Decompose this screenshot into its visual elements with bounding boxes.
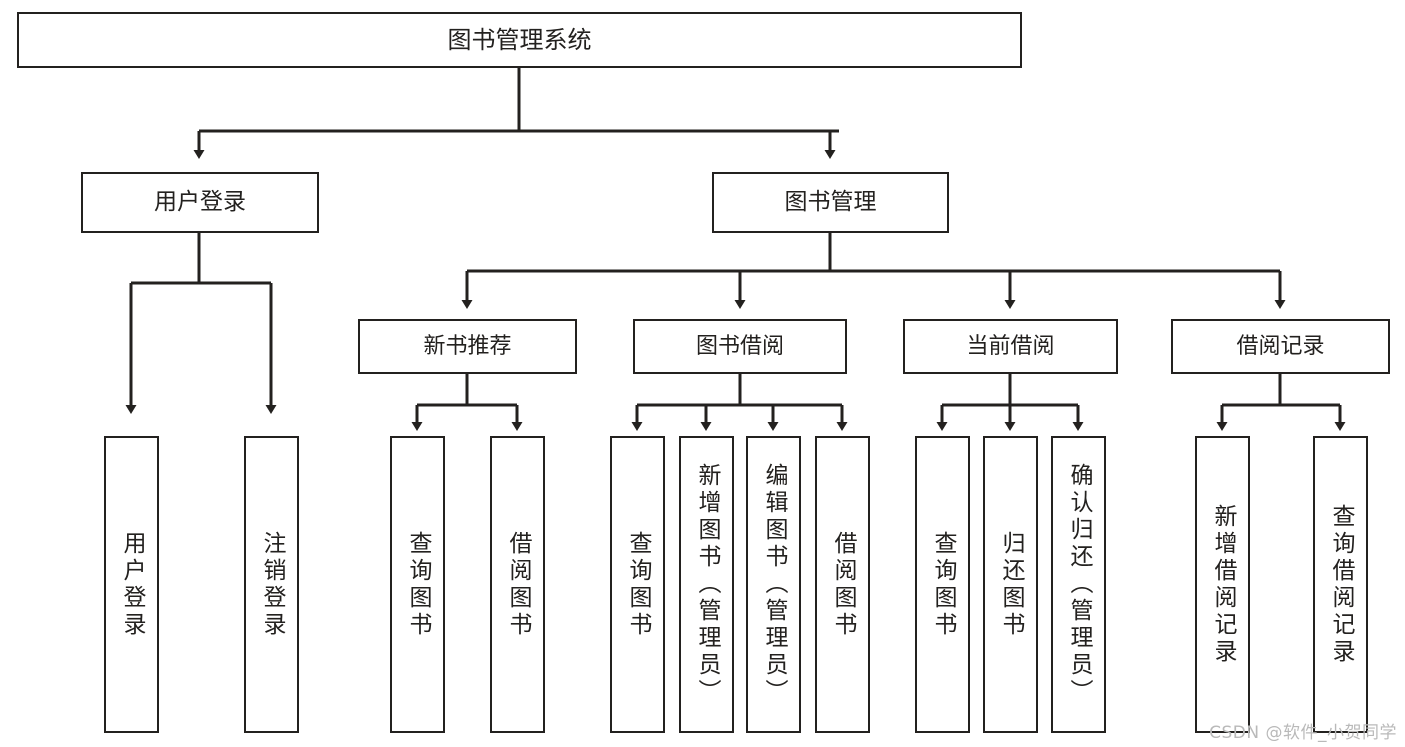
leaf-user-login[interactable]: 用户登录 — [104, 436, 159, 733]
leaf-query-borrow-record[interactable]: 查询借阅记录 — [1313, 436, 1368, 733]
node-label: 新增图书（管理员） — [694, 463, 720, 706]
node-label: 借阅记录 — [1236, 333, 1325, 359]
node-label: 新增借阅记录 — [1210, 503, 1236, 666]
node-label: 查询图书 — [625, 530, 651, 639]
node-label: 编辑图书（管理员） — [761, 463, 787, 706]
leaf-borrow-book-recommend[interactable]: 借阅图书 — [490, 436, 545, 733]
node-user-login[interactable]: 用户登录 — [81, 172, 319, 233]
node-label: 用户登录 — [119, 530, 145, 639]
node-label: 图书管理 — [784, 188, 877, 215]
node-label: 查询图书 — [405, 530, 431, 639]
leaf-borrow-book[interactable]: 借阅图书 — [815, 436, 870, 733]
node-label: 注销登录 — [259, 530, 285, 639]
leaf-add-borrow-record[interactable]: 新增借阅记录 — [1195, 436, 1250, 733]
node-label: 当前借阅 — [966, 333, 1055, 359]
leaf-query-book-borrow[interactable]: 查询图书 — [610, 436, 665, 733]
node-new-book-recommend[interactable]: 新书推荐 — [358, 319, 577, 374]
node-current-borrow[interactable]: 当前借阅 — [903, 319, 1118, 374]
node-book-management[interactable]: 图书管理 — [712, 172, 949, 233]
node-label: 图书管理系统 — [447, 25, 592, 54]
csdn-watermark: CSDN @软件_小贺同学 — [1209, 723, 1397, 743]
node-book-borrow[interactable]: 图书借阅 — [633, 319, 847, 374]
node-label: 新书推荐 — [423, 333, 512, 359]
leaf-confirm-return-admin[interactable]: 确认归还（管理员） — [1051, 436, 1106, 733]
node-label: 借阅图书 — [505, 530, 531, 639]
node-label: 归还图书 — [998, 530, 1024, 639]
node-label: 查询借阅记录 — [1328, 503, 1354, 666]
node-label: 借阅图书 — [830, 530, 856, 639]
node-label: 用户登录 — [154, 188, 246, 215]
node-borrow-record[interactable]: 借阅记录 — [1171, 319, 1390, 374]
node-root-book-system[interactable]: 图书管理系统 — [17, 12, 1022, 68]
leaf-edit-book-admin[interactable]: 编辑图书（管理员） — [746, 436, 801, 733]
leaf-add-book-admin[interactable]: 新增图书（管理员） — [679, 436, 734, 733]
node-label: 查询图书 — [930, 530, 956, 639]
node-label: 确认归还（管理员） — [1066, 463, 1092, 706]
leaf-logout[interactable]: 注销登录 — [244, 436, 299, 733]
node-label: 图书借阅 — [695, 333, 784, 359]
leaf-query-book-current[interactable]: 查询图书 — [915, 436, 970, 733]
leaf-query-book-recommend[interactable]: 查询图书 — [390, 436, 445, 733]
leaf-return-book[interactable]: 归还图书 — [983, 436, 1038, 733]
